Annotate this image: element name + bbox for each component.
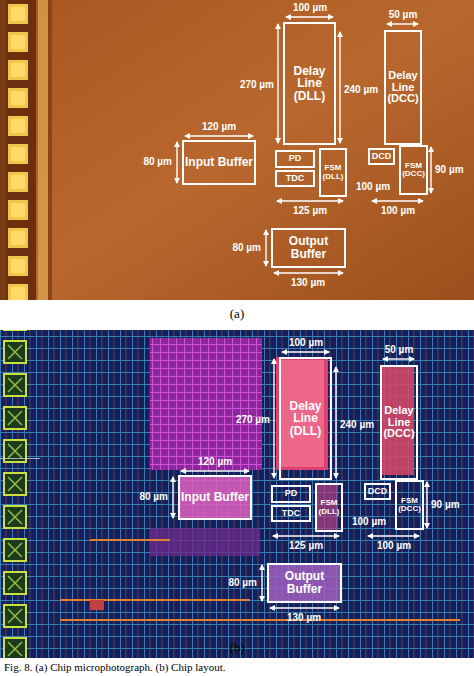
dimension-label: 100 µm — [352, 516, 386, 528]
circuit-block: Delay Line (DCC) — [380, 365, 418, 480]
circuit-block: FSM (DCC) — [395, 480, 424, 530]
block-name: FSM (DLL) — [317, 499, 341, 516]
dimension-label: 120 µm — [198, 456, 232, 468]
circuit-block: FSM (DLL) — [319, 148, 347, 197]
dimension-label: 100 µm — [289, 337, 323, 349]
block-name: Delay Line (DCC) — [386, 70, 420, 105]
dimension-label: 270 µm — [236, 414, 270, 426]
circuit-block: Input Buffer — [178, 475, 252, 520]
dimension-label: 90 µm — [435, 164, 464, 176]
block-name: FSM (DCC) — [401, 162, 426, 179]
circuit-block: DCD — [368, 148, 395, 165]
block-name: Input Buffer — [181, 491, 249, 504]
figure-caption: Fig. 8. (a) Chip microphotograph. (b) Ch… — [4, 661, 226, 674]
dimension-label: 100 µm — [381, 205, 415, 217]
circuit-block: PD — [275, 150, 315, 168]
circuit-block: Delay Line (DLL) — [283, 22, 336, 145]
block-name: Delay Line (DCC) — [382, 405, 416, 440]
dimension-label: 240 µm — [340, 419, 374, 431]
panel-label: (b) — [229, 640, 244, 655]
circuit-block: TDC — [275, 170, 315, 187]
dimension-label: 50 µm — [385, 344, 414, 356]
block-name: TDC — [282, 509, 301, 518]
circuit-block: FSM (DCC) — [399, 145, 428, 195]
block-name: FSM (DCC) — [397, 497, 422, 514]
dimension-label: 240 µm — [344, 84, 378, 96]
circuit-block: Output Buffer — [271, 228, 346, 268]
circuit-block: Delay Line (DLL) — [279, 357, 332, 480]
circuit-block: Delay Line (DCC) — [384, 30, 422, 145]
circuit-block: Output Buffer — [267, 563, 342, 603]
block-name: FSM (DLL) — [321, 164, 345, 181]
circuit-block: PD — [271, 485, 311, 503]
block-name: Output Buffer — [269, 570, 340, 595]
circuit-block: FSM (DLL) — [315, 483, 343, 532]
dimension-label: 90 µm — [431, 499, 460, 511]
panel-label: (a) — [230, 306, 244, 321]
dimension-label: 100 µm — [377, 540, 411, 552]
block-name: Delay Line (DLL) — [285, 65, 334, 103]
block-name: DCD — [368, 487, 388, 496]
circuit-block: TDC — [271, 505, 311, 522]
block-name: Input Buffer — [185, 156, 253, 169]
block-name: Output Buffer — [273, 235, 344, 260]
dimension-label: 120 µm — [202, 121, 236, 133]
block-name: DCD — [372, 152, 392, 161]
block-name: PD — [289, 154, 302, 163]
circuit-block: Input Buffer — [182, 140, 256, 185]
dimension-label: 80 µm — [228, 577, 257, 589]
dimension-label: 100 µm — [293, 2, 327, 14]
dimension-label: 125 µm — [289, 540, 323, 552]
circuit-block: DCD — [364, 483, 391, 500]
block-name: TDC — [286, 174, 305, 183]
dimension-label: 130 µm — [287, 612, 321, 624]
dimension-label: 80 µm — [139, 491, 168, 503]
dimension-label: 50 µm — [389, 9, 418, 21]
dimension-label: 270 µm — [240, 79, 274, 91]
dimension-label: 100 µm — [356, 181, 390, 193]
dimension-label: 80 µm — [232, 242, 261, 254]
dimension-label: 125 µm — [293, 205, 327, 217]
block-name: Delay Line (DLL) — [281, 400, 330, 438]
block-name: PD — [285, 489, 298, 498]
dimension-label: 130 µm — [291, 277, 325, 289]
dimension-label: 80 µm — [143, 156, 172, 168]
